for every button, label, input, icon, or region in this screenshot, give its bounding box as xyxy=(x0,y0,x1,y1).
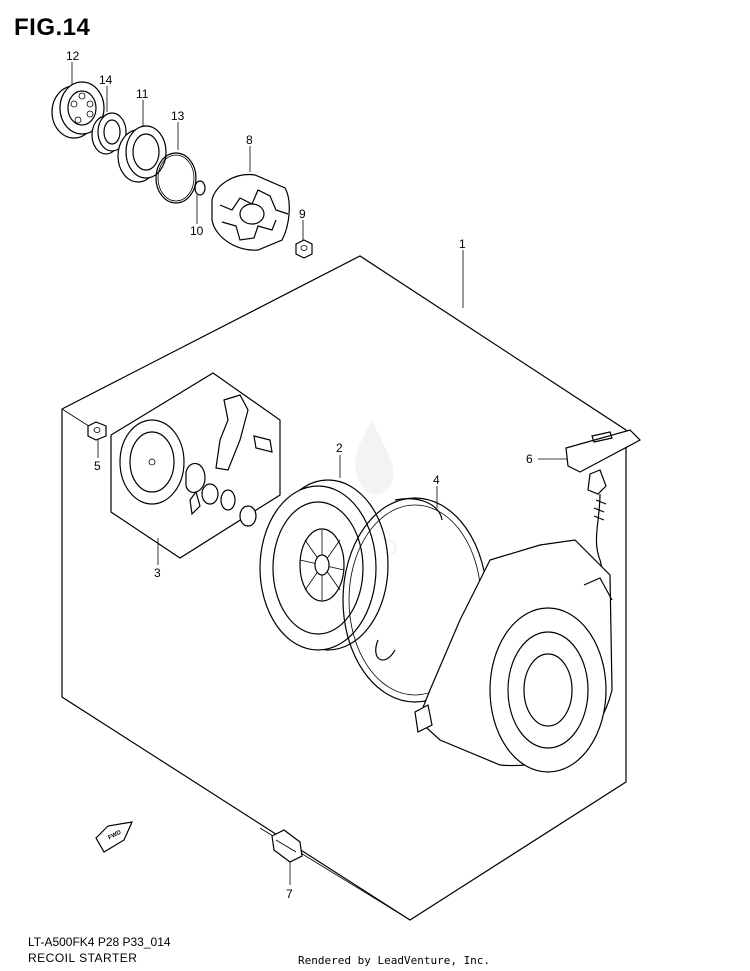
callout-4: 4 xyxy=(433,473,440,487)
assembly-box-3 xyxy=(110,372,281,559)
part-2-recoil-reel xyxy=(259,479,389,651)
part-14-spacer xyxy=(91,112,127,155)
callout-2: 2 xyxy=(336,441,343,455)
callout-14: 14 xyxy=(99,73,113,87)
part-9-nut xyxy=(295,239,313,259)
figure-title: FIG.14 xyxy=(14,14,91,41)
callout-1: 1 xyxy=(459,237,466,251)
callout-5: 5 xyxy=(94,459,101,473)
part-13-o-ring xyxy=(155,152,197,204)
part-3-ratchet-set xyxy=(119,394,273,527)
recoil-starter-case xyxy=(414,539,613,773)
part-8-starter-pulley xyxy=(211,173,290,251)
callout-10: 10 xyxy=(190,224,204,238)
rendered-by-credit: Rendered by LeadVenture, Inc. xyxy=(298,954,491,967)
callout-11: 11 xyxy=(136,87,149,101)
callout-3: 3 xyxy=(154,566,161,580)
fwd-arrow-icon: FWD xyxy=(95,821,134,853)
part-11-oil-seal xyxy=(117,125,167,183)
callout-12: 12 xyxy=(66,49,80,63)
callout-13: 13 xyxy=(171,109,185,123)
section-name: RECOIL STARTER xyxy=(28,951,138,965)
callout-9: 9 xyxy=(299,207,306,221)
model-code: LT-A500FK4 P28 P33_014 xyxy=(28,935,171,949)
callout-8: 8 xyxy=(246,133,253,147)
part-12-bearing xyxy=(51,81,105,139)
part-5-nut xyxy=(87,421,107,441)
callout-6: 6 xyxy=(526,452,533,466)
part-7-bolt xyxy=(271,829,303,863)
callout-7: 7 xyxy=(286,887,293,901)
part-10-small-o-ring xyxy=(194,180,206,196)
